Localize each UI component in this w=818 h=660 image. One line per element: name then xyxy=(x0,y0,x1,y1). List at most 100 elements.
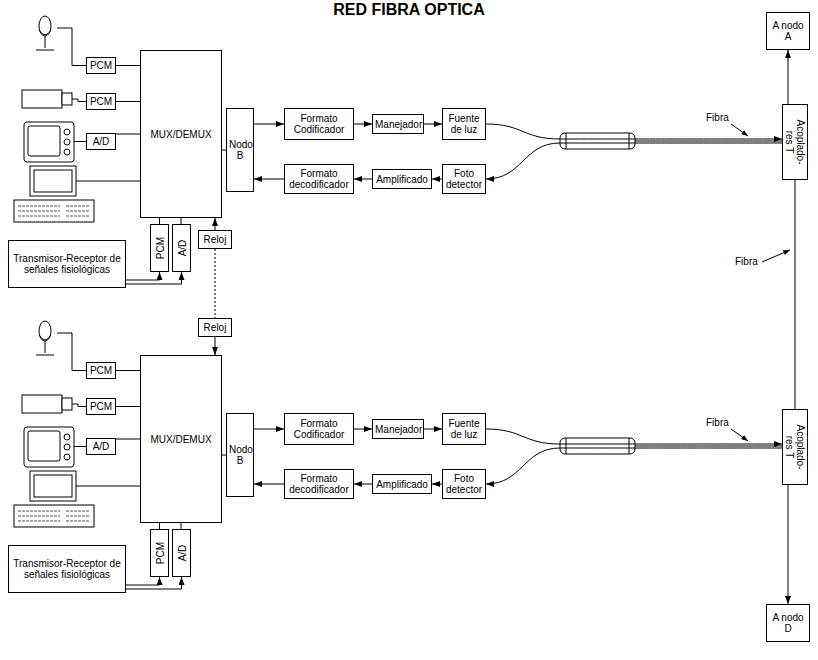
leader-line xyxy=(731,429,748,441)
box-label: Nodo B xyxy=(229,444,251,466)
box-label: PCM xyxy=(89,96,113,107)
signal-connector xyxy=(215,218,216,230)
box-label: PCM xyxy=(154,531,165,575)
signal-connector xyxy=(116,439,140,440)
box-label: Amplificado xyxy=(375,479,429,490)
vertical-box: A/D xyxy=(172,529,191,577)
process-box: Formato decodificador xyxy=(284,164,354,194)
process-box: Reloj xyxy=(198,318,232,337)
signal-connector xyxy=(254,484,284,485)
box-label: MUX/DEMUX xyxy=(143,129,219,140)
process-box: Amplificado xyxy=(372,169,432,189)
box-label: PCM xyxy=(89,365,113,376)
signal-connector xyxy=(424,124,442,125)
process-box: PCM xyxy=(86,57,116,74)
process-box: Amplificado xyxy=(372,474,432,494)
box-label: Acoplado- res T xyxy=(784,422,806,472)
box-label: A/D xyxy=(89,136,113,147)
clock-sync-line xyxy=(215,249,216,318)
process-box: Manejador xyxy=(372,114,424,134)
leader-line xyxy=(731,124,748,136)
vertical-box: A/D xyxy=(172,224,191,272)
signal-connector xyxy=(126,577,182,589)
signal-connector xyxy=(126,272,160,280)
box-label: Manejador xyxy=(375,424,421,435)
signal-connector xyxy=(126,577,160,585)
fiber-label: Fibra xyxy=(734,256,759,268)
signal-connector xyxy=(788,50,789,104)
signal-connector xyxy=(116,370,140,371)
box-label: Reloj xyxy=(201,322,229,333)
fiber-label: Fibra xyxy=(705,417,730,429)
process-box: PCM xyxy=(86,398,116,415)
lower-station-art xyxy=(14,321,782,527)
box-label: A/D xyxy=(176,226,187,270)
box-label: A nodo D xyxy=(769,612,807,634)
process-box: Transmisor-Receptor de señales fisiológi… xyxy=(8,240,126,288)
box-label: Reloj xyxy=(201,234,229,245)
signal-connector xyxy=(116,101,140,102)
box-label: Acoplado- res T xyxy=(784,117,806,167)
box-label: Nodo B xyxy=(229,139,251,161)
process-box: Foto detector xyxy=(442,469,486,499)
process-box: Formato Codificador xyxy=(284,413,354,445)
box-label: PCM xyxy=(154,226,165,270)
signal-connector xyxy=(486,429,782,444)
signal-connector xyxy=(795,180,796,409)
process-box: MUX/DEMUX xyxy=(140,50,222,218)
signal-connector xyxy=(116,406,140,407)
signal-connector xyxy=(354,124,372,125)
process-box: A nodo A xyxy=(766,12,810,50)
box-label: A nodo A xyxy=(769,20,807,42)
box-label: Foto detector xyxy=(445,168,483,190)
process-box: MUX/DEMUX xyxy=(140,355,222,523)
box-label: Manejador xyxy=(375,119,421,130)
vertical-box: PCM xyxy=(150,529,169,577)
box-label: Amplificado xyxy=(375,174,429,185)
box-label: Fuente de luz xyxy=(445,113,483,135)
box-label: A/D xyxy=(89,441,113,452)
process-box: PCM xyxy=(86,362,116,379)
box-label: Transmisor-Receptor de señales fisiológi… xyxy=(11,558,123,580)
signal-connector xyxy=(432,179,442,180)
signal-connector xyxy=(486,124,782,139)
leader-line xyxy=(762,250,790,262)
process-box: Transmisor-Receptor de señales fisiológi… xyxy=(8,545,126,593)
box-label: Formato Codificador xyxy=(287,113,351,135)
box-label: MUX/DEMUX xyxy=(143,434,219,445)
box-label: PCM xyxy=(89,401,113,412)
process-box: Nodo B xyxy=(226,413,254,497)
process-box: Nodo B xyxy=(226,108,254,192)
box-label: PCM xyxy=(89,60,113,71)
process-box: Fuente de luz xyxy=(442,108,486,140)
signal-connector xyxy=(215,337,216,355)
signal-connector xyxy=(116,134,140,135)
process-box: A nodo D xyxy=(766,604,810,642)
box-label: Formato decodificador xyxy=(287,168,351,190)
vertical-box: Acoplado- res T xyxy=(782,104,808,180)
box-label: Foto detector xyxy=(445,473,483,495)
signal-connector xyxy=(254,429,284,430)
box-label: Fuente de luz xyxy=(445,418,483,440)
box-label: Formato decodificador xyxy=(287,473,351,495)
process-box: Manejador xyxy=(372,419,424,439)
vertical-box: PCM xyxy=(150,224,169,272)
diagram-title: RED FIBRA OPTICA xyxy=(0,1,818,19)
box-label: Formato Codificador xyxy=(287,418,351,440)
signal-connector xyxy=(254,124,284,125)
signal-connector xyxy=(424,429,442,430)
signal-connector xyxy=(354,429,372,430)
signal-connector xyxy=(432,484,442,485)
fiber-label: Fibra xyxy=(705,112,730,124)
signal-connector xyxy=(486,143,782,179)
signal-connector xyxy=(354,179,372,180)
process-box: Fuente de luz xyxy=(442,413,486,445)
process-box: PCM xyxy=(86,93,116,110)
signal-connector xyxy=(788,485,789,604)
upper-station-art xyxy=(14,16,782,222)
vertical-box: Acoplado- res T xyxy=(782,409,808,485)
process-box: Foto detector xyxy=(442,164,486,194)
signal-connector xyxy=(254,179,284,180)
signal-connector xyxy=(116,65,140,66)
signal-connector xyxy=(486,448,782,484)
